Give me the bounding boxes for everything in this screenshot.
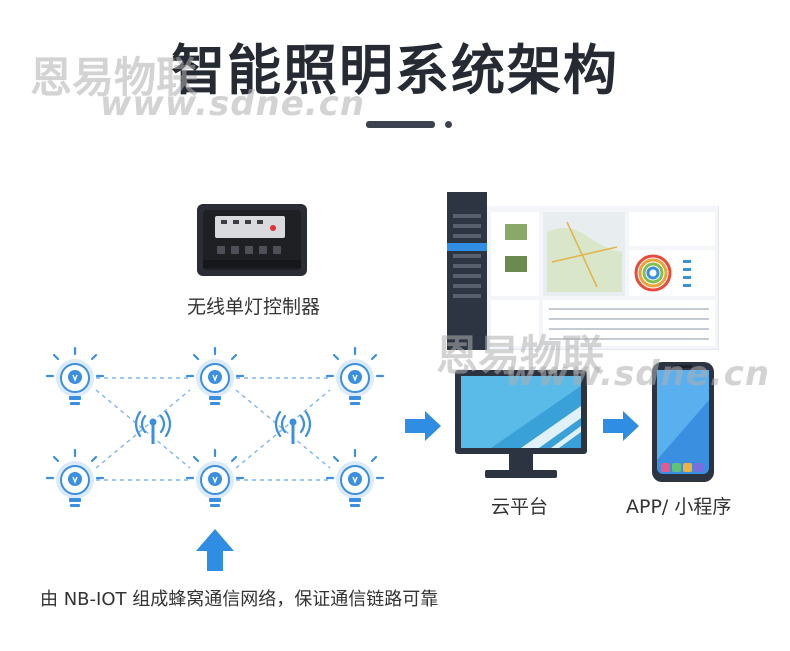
watermark-cn-right: 恩易物联 — [436, 331, 605, 380]
bulb-icon — [185, 448, 245, 507]
wireless-signal-icon — [134, 410, 172, 444]
title-underline — [366, 121, 435, 128]
watermark-url-right: www.sdne.cn — [505, 354, 771, 394]
watermark-url-top: www.sdne.cn — [100, 84, 366, 124]
bulb-icon — [325, 346, 385, 405]
controller-device-icon — [197, 204, 307, 276]
monitor-icon — [455, 370, 587, 478]
app-label: APP/ 小程序 — [626, 496, 732, 518]
arrow-right-icon — [603, 411, 639, 441]
bulb-icon — [45, 448, 105, 507]
bulb-icon — [325, 448, 385, 507]
phone-icon — [652, 362, 714, 482]
title-underline-dot — [445, 121, 452, 128]
bulb-icon — [45, 346, 105, 405]
watermark-cn-top: 恩易物联 — [30, 53, 199, 102]
arrow-right-icon — [405, 411, 441, 441]
network-caption: 由 NB-IOT 组成蜂窝通信网络，保证通信链路可靠 — [40, 589, 439, 610]
arrow-up-icon — [196, 529, 234, 571]
bulb-icon — [185, 346, 245, 405]
dashboard-screenshot — [447, 192, 719, 350]
wireless-signal-icon — [274, 410, 312, 444]
cloud-platform-label: 云平台 — [491, 496, 549, 518]
controller-label: 无线单灯控制器 — [187, 296, 321, 318]
page-title: 智能照明系统架构 — [171, 39, 619, 102]
